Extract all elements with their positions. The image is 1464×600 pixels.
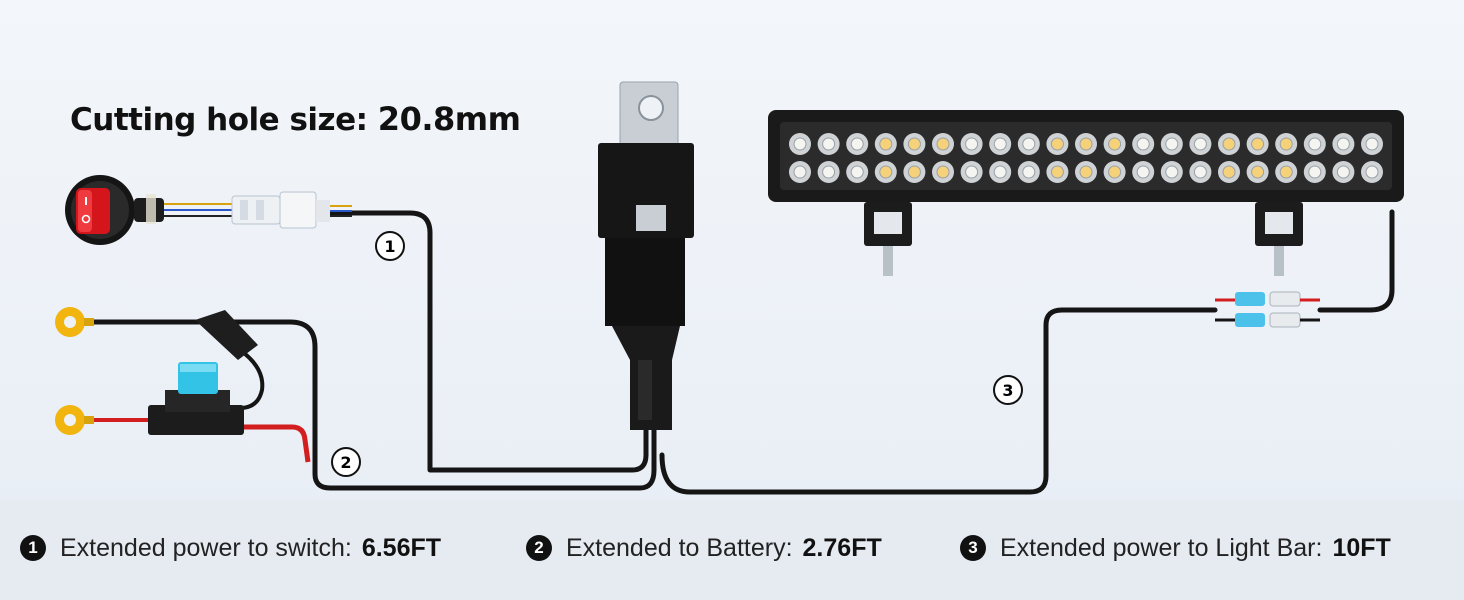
led-chip xyxy=(793,165,807,179)
led-chip xyxy=(1193,165,1207,179)
rocker-switch-icon xyxy=(65,175,232,245)
relay-icon xyxy=(598,81,694,430)
wire-number-label: 3 xyxy=(1002,381,1013,400)
led-chip xyxy=(850,137,864,151)
connector-icon xyxy=(1215,291,1320,328)
led-chip xyxy=(1279,165,1293,179)
legend-label: Extended power to switch: xyxy=(60,533,352,562)
ring-terminal-icon xyxy=(55,307,94,337)
led-chip xyxy=(1022,165,1036,179)
led-chip xyxy=(1251,137,1265,151)
page-title: Cutting hole size: 20.8mm xyxy=(70,100,521,138)
wire-fuse-loop xyxy=(238,348,265,410)
led-chip xyxy=(1022,137,1036,151)
legend-footer xyxy=(0,500,1464,600)
led-chip xyxy=(1136,165,1150,179)
led-chip xyxy=(936,137,950,151)
led-chip xyxy=(793,137,807,151)
legend-number: 3 xyxy=(960,535,986,561)
legend-item-switch: 1 Extended power to switch: 6.56FT xyxy=(20,531,441,565)
wire-number-1: 1 xyxy=(375,231,405,261)
wires xyxy=(87,209,1395,495)
led-chip xyxy=(907,165,921,179)
legend-item-battery: 2 Extended to Battery: 2.76FT xyxy=(526,531,882,565)
wire-number-3: 3 xyxy=(993,375,1023,405)
led-chip xyxy=(965,165,979,179)
mount-bracket-right xyxy=(1255,202,1303,276)
wire-lightbar xyxy=(659,307,1218,495)
wire-relay-tail xyxy=(643,427,657,458)
title-value: 20.8mm xyxy=(377,100,521,138)
led-chip xyxy=(1308,137,1322,151)
mount-bracket-left xyxy=(864,202,912,276)
led-chip xyxy=(1308,165,1322,179)
led-chip xyxy=(1336,137,1350,151)
led-chip xyxy=(993,165,1007,179)
led-chip xyxy=(1193,137,1207,151)
led-chip xyxy=(993,137,1007,151)
led-array xyxy=(789,133,1383,183)
wire-number-label: 1 xyxy=(384,237,395,256)
legend-label: Extended to Battery: xyxy=(566,533,793,562)
legend-value: 2.76FT xyxy=(802,533,882,562)
led-chip xyxy=(1222,137,1236,151)
led-light-bar-icon xyxy=(768,110,1404,202)
led-chip xyxy=(1079,137,1093,151)
led-chip xyxy=(1222,165,1236,179)
wire-positive-right xyxy=(244,424,311,463)
legend-number: 1 xyxy=(20,535,46,561)
led-chip xyxy=(850,165,864,179)
wire-number-label: 2 xyxy=(340,453,351,472)
led-chip xyxy=(822,137,836,151)
led-chip xyxy=(1365,137,1379,151)
wire-number-2: 2 xyxy=(331,447,361,477)
led-chip xyxy=(1079,165,1093,179)
legend-value: 10FT xyxy=(1332,533,1391,562)
led-chip xyxy=(936,165,950,179)
fuse-holder-icon xyxy=(148,310,258,435)
led-chip xyxy=(1050,137,1064,151)
led-chip xyxy=(965,137,979,151)
led-chip xyxy=(1279,137,1293,151)
wire-battery xyxy=(87,319,657,491)
led-chip xyxy=(879,165,893,179)
led-chip xyxy=(1050,165,1064,179)
led-chip xyxy=(1165,137,1179,151)
led-chip xyxy=(1108,165,1122,179)
led-chip xyxy=(1136,137,1150,151)
ring-terminal-icon xyxy=(55,405,94,435)
led-chip xyxy=(1365,165,1379,179)
legend-item-lightbar: 3 Extended power to Light Bar: 10FT xyxy=(960,531,1391,565)
led-chip xyxy=(1251,165,1265,179)
wiring-diagram: 1 2 3 xyxy=(55,81,1404,495)
led-chip xyxy=(1165,165,1179,179)
led-chip xyxy=(822,165,836,179)
connector-icon xyxy=(231,191,352,229)
wire-switch xyxy=(327,210,649,473)
title-label: Cutting hole size: xyxy=(70,102,368,138)
wire-lightbar-right xyxy=(1317,209,1395,313)
led-chip xyxy=(1336,165,1350,179)
legend-number: 2 xyxy=(526,535,552,561)
legend-value: 6.56FT xyxy=(361,533,442,562)
legend-label: Extended power to Light Bar: xyxy=(1000,533,1323,562)
led-chip xyxy=(1108,137,1122,151)
led-chip xyxy=(879,137,893,151)
led-chip xyxy=(907,137,921,151)
